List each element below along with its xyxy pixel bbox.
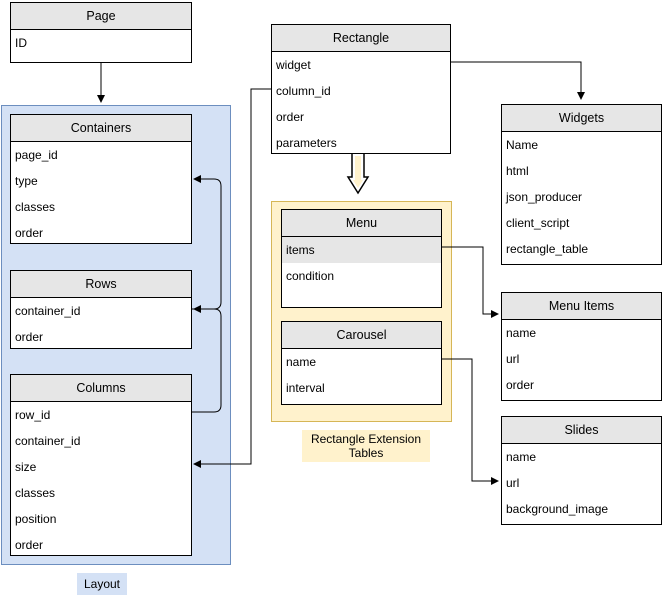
table-row: name (506, 450, 537, 464)
menu-table: Menu items condition (281, 209, 442, 308)
containers-table-title: Containers (11, 115, 191, 142)
table-row: condition (286, 269, 335, 283)
table-row: order (15, 330, 44, 344)
carousel-to-slides-connector (442, 358, 499, 485)
table-row: name (506, 326, 537, 340)
table-row: order (276, 110, 305, 124)
containers-table: Containers page_id type classes order (10, 114, 192, 244)
table-row: client_script (506, 216, 570, 230)
table-row: url (506, 352, 520, 366)
carousel-table-title: Carousel (282, 322, 441, 349)
widgets-table: Widgets Name html json_producer client_s… (501, 104, 662, 265)
page-table: Page ID (10, 2, 192, 63)
widgets-table-title: Widgets (502, 105, 661, 132)
slides-table-title: Slides (502, 417, 661, 444)
rectangle-table: Rectangle widget column_id order paramet… (271, 24, 451, 154)
table-row: classes (15, 200, 56, 214)
table-row: container_id (15, 434, 81, 448)
menu-items-table-title: Menu Items (502, 293, 661, 320)
extension-label-line1: Rectangle Extension (310, 432, 422, 446)
table-row: widget (276, 58, 311, 72)
menu-items-table: Menu Items name url order (501, 292, 662, 401)
table-row: type (15, 174, 38, 188)
table-row: size (15, 460, 37, 474)
extension-region-label: Rectangle Extension Tables (302, 430, 430, 462)
table-row: order (15, 226, 44, 240)
rectangle-table-title: Rectangle (272, 25, 450, 52)
table-row: interval (286, 381, 325, 395)
table-row: items (282, 237, 441, 263)
columns-table: Columns row_id container_id size classes… (10, 374, 192, 556)
table-row: order (506, 378, 535, 392)
page-table-title: Page (11, 3, 191, 30)
columns-to-rows-connector (192, 305, 222, 413)
table-row: name (286, 355, 317, 369)
table-row: order (15, 538, 44, 552)
rows-table-title: Rows (11, 271, 191, 298)
rows-to-containers-connector (192, 175, 222, 310)
table-row: html (506, 164, 529, 178)
table-row: parameters (276, 136, 337, 150)
table-row: container_id (15, 304, 81, 318)
carousel-table: Carousel name interval (281, 321, 442, 405)
table-row: Name (506, 138, 539, 152)
rectangle-to-columns-connector (193, 88, 272, 468)
table-row: ID (15, 36, 27, 50)
menu-to-menu-items-connector (442, 246, 499, 318)
table-row: column_id (276, 84, 331, 98)
extension-label-line2: Tables (348, 446, 384, 460)
table-row: position (15, 512, 57, 526)
table-row: row_id (15, 408, 51, 422)
table-row: background_image (506, 502, 609, 516)
rows-table: Rows container_id order (10, 270, 192, 349)
table-row: page_id (15, 148, 58, 162)
rectangle-to-widgets-connector (450, 61, 585, 100)
table-row: json_producer (506, 190, 583, 204)
table-row: rectangle_table (506, 242, 589, 256)
table-row: classes (15, 486, 56, 500)
table-row: url (506, 476, 520, 490)
slides-table: Slides name url background_image (501, 416, 662, 525)
menu-table-title: Menu (282, 210, 441, 237)
layout-region-label: Layout (77, 573, 127, 595)
columns-table-title: Columns (11, 375, 191, 402)
